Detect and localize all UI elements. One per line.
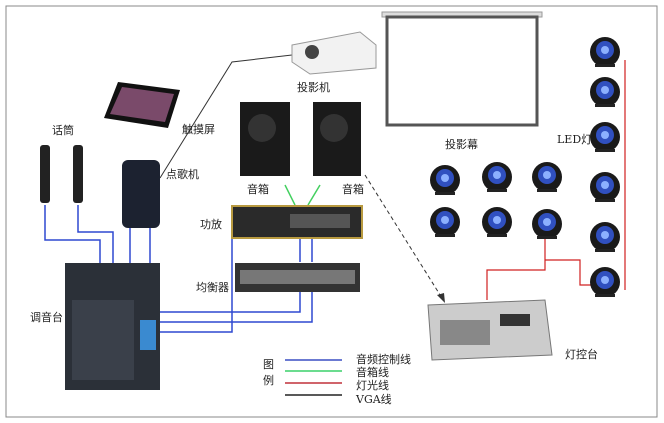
vga-cables bbox=[159, 54, 293, 179]
par-light bbox=[590, 267, 620, 297]
par-light bbox=[430, 165, 460, 195]
label-led-light: LED灯 bbox=[557, 133, 592, 146]
frame-border bbox=[5, 5, 658, 418]
dashed-arrow bbox=[364, 174, 443, 299]
label-projector: 投影机 bbox=[297, 80, 330, 94]
arrow-head bbox=[437, 293, 445, 303]
amplifier bbox=[231, 205, 363, 239]
par-light bbox=[482, 162, 512, 192]
label-microphone: 话筒 bbox=[52, 123, 74, 137]
label-projection-screen: 投影幕 bbox=[445, 137, 478, 151]
label-amplifier: 功放 bbox=[200, 217, 222, 231]
par-light bbox=[590, 37, 620, 67]
light-console bbox=[427, 299, 553, 361]
speaker-cables bbox=[284, 184, 321, 206]
label-speaker-right: 音箱 bbox=[342, 182, 364, 196]
par-light bbox=[532, 209, 562, 239]
audio-mixer bbox=[65, 263, 160, 390]
par-light bbox=[590, 77, 620, 107]
label-mixer: 调音台 bbox=[30, 310, 63, 324]
label-speaker-left: 音箱 bbox=[247, 182, 269, 196]
par-light bbox=[430, 207, 460, 237]
par-light bbox=[532, 162, 562, 192]
touchscreen bbox=[104, 82, 180, 128]
legend-label-audio: 音频控制线 bbox=[356, 352, 411, 366]
label-touchscreen: 触摸屏 bbox=[182, 122, 215, 136]
projection-screen bbox=[381, 11, 543, 127]
legend-label-vga: VGA线 bbox=[355, 392, 392, 406]
led-lights bbox=[430, 37, 620, 297]
microphones bbox=[40, 145, 83, 203]
par-light bbox=[590, 172, 620, 202]
projector bbox=[291, 31, 377, 75]
par-light bbox=[482, 207, 512, 237]
legend-label-light: 灯光线 bbox=[356, 378, 389, 392]
label-ktv-player: 点歌机 bbox=[166, 167, 199, 181]
label-light-console: 灯控台 bbox=[565, 347, 598, 361]
par-light bbox=[590, 222, 620, 252]
speakers bbox=[240, 102, 361, 176]
legend-title-1: 图 bbox=[263, 358, 274, 371]
legend: 图 例 音频控制线 音箱线 灯光线 VGA线 bbox=[263, 352, 411, 406]
equalizer bbox=[235, 263, 360, 292]
legend-title-2: 例 bbox=[263, 373, 274, 387]
par-light bbox=[590, 122, 620, 152]
legend-label-speaker: 音箱线 bbox=[356, 365, 389, 379]
label-equalizer: 均衡器 bbox=[196, 281, 229, 294]
ktv-player bbox=[122, 160, 160, 228]
audio-cables bbox=[44, 205, 313, 333]
